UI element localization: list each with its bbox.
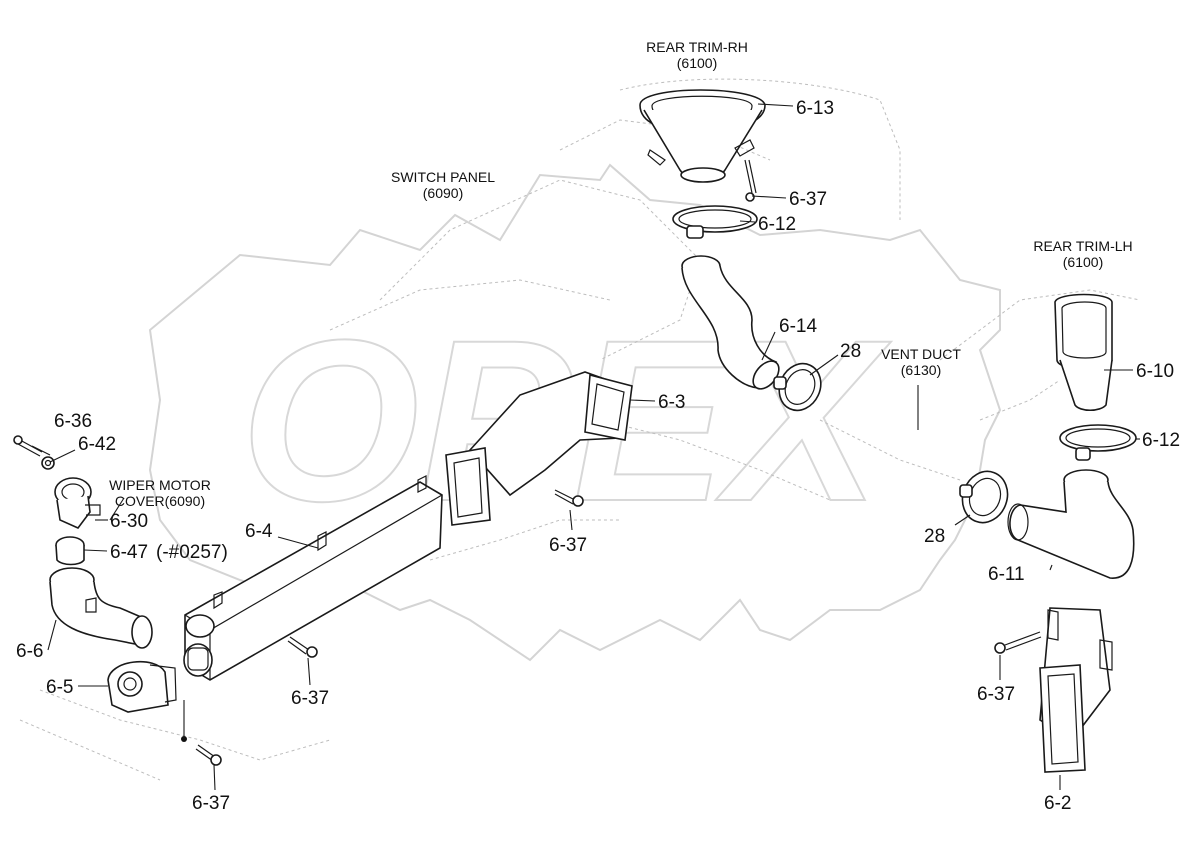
callout-6-14: 6-14 — [779, 316, 817, 337]
label-vent-duct-code: (6130) — [901, 362, 941, 378]
callout-6-37-top: 6-37 — [789, 189, 827, 210]
label-rear-trim-lh: REAR TRIM-LH — [1033, 238, 1132, 254]
background-body-outline — [19, 78, 1141, 781]
part-6-37-screw-bottom — [181, 736, 222, 766]
part-6-42-washer — [41, 456, 55, 470]
callout-6-2: 6-2 — [1044, 793, 1071, 814]
callout-6-47: 6-47 — [110, 542, 148, 563]
part-6-6-pipe-elbow — [49, 567, 153, 649]
callout-6-5: 6-5 — [46, 677, 73, 698]
part-6-4-long-duct — [183, 475, 443, 681]
callout-6-37-mid: 6-37 — [549, 535, 587, 556]
part-28-clamp-lower — [959, 470, 1009, 524]
callout-6-11: 6-11 — [988, 564, 1025, 585]
label-vent-duct: VENT DUCT — [881, 346, 961, 362]
part-6-37-screw-middle — [554, 489, 584, 507]
callout-6-3: 6-3 — [658, 392, 685, 413]
part-6-37-screw-lower-mid — [287, 636, 318, 658]
part-6-13-rear-outlet-rh — [639, 89, 766, 183]
leader-lines — [31, 103, 1140, 791]
callout-6-4: 6-4 — [245, 521, 273, 542]
part-6-11-hose-elbow — [1007, 469, 1135, 579]
label-wiper-motor-cover: WIPER MOTOR — [109, 477, 211, 493]
label-switch-panel: SWITCH PANEL — [391, 169, 495, 185]
callout-6-12-right: 6-12 — [1142, 430, 1180, 451]
part-6-47-collar — [55, 536, 85, 566]
part-6-12-clamp-right — [1059, 424, 1137, 461]
part-6-2-lower-outlet — [1039, 607, 1113, 773]
part-6-36-screw — [13, 435, 43, 457]
label-switch-panel-code: (6090) — [423, 185, 463, 201]
callout-28-upper: 28 — [840, 341, 861, 362]
callout-6-13: 6-13 — [796, 98, 834, 119]
callout-6-37-right: 6-37 — [977, 684, 1015, 705]
part-6-14-bent-hose — [681, 255, 780, 390]
part-6-10-rear-outlet-lh — [1054, 293, 1113, 412]
label-wiper-motor-cover-code: COVER(6090) — [115, 493, 205, 509]
label-rear-trim-lh-code: (6100) — [1063, 254, 1103, 270]
callout-6-30: 6-30 — [110, 511, 148, 532]
callout-6-12-top: 6-12 — [758, 214, 796, 235]
callout-6-37-lower-mid: 6-37 — [291, 688, 329, 709]
callout-6-36: 6-36 — [54, 411, 92, 432]
part-6-30-nozzle — [54, 477, 101, 529]
label-rear-trim-rh: REAR TRIM-RH — [646, 39, 748, 55]
callout-6-37-bottom: 6-37 — [192, 793, 230, 814]
callout-6-42: 6-42 — [78, 434, 116, 455]
part-6-37-screw-right — [994, 631, 1042, 654]
part-6-12-clamp-top — [672, 205, 758, 239]
part-6-37-screw-top — [744, 159, 757, 202]
callout-6-10: 6-10 — [1136, 361, 1174, 382]
callout-6-6: 6-6 — [16, 641, 43, 662]
callout-28-lower: 28 — [924, 526, 945, 547]
label-rear-trim-rh-code: (6100) — [677, 55, 717, 71]
part-6-5-bracket — [107, 660, 177, 713]
part-6-3-duct-elbow — [445, 371, 633, 526]
callout-6-47-note: (-#0257) — [156, 542, 228, 563]
